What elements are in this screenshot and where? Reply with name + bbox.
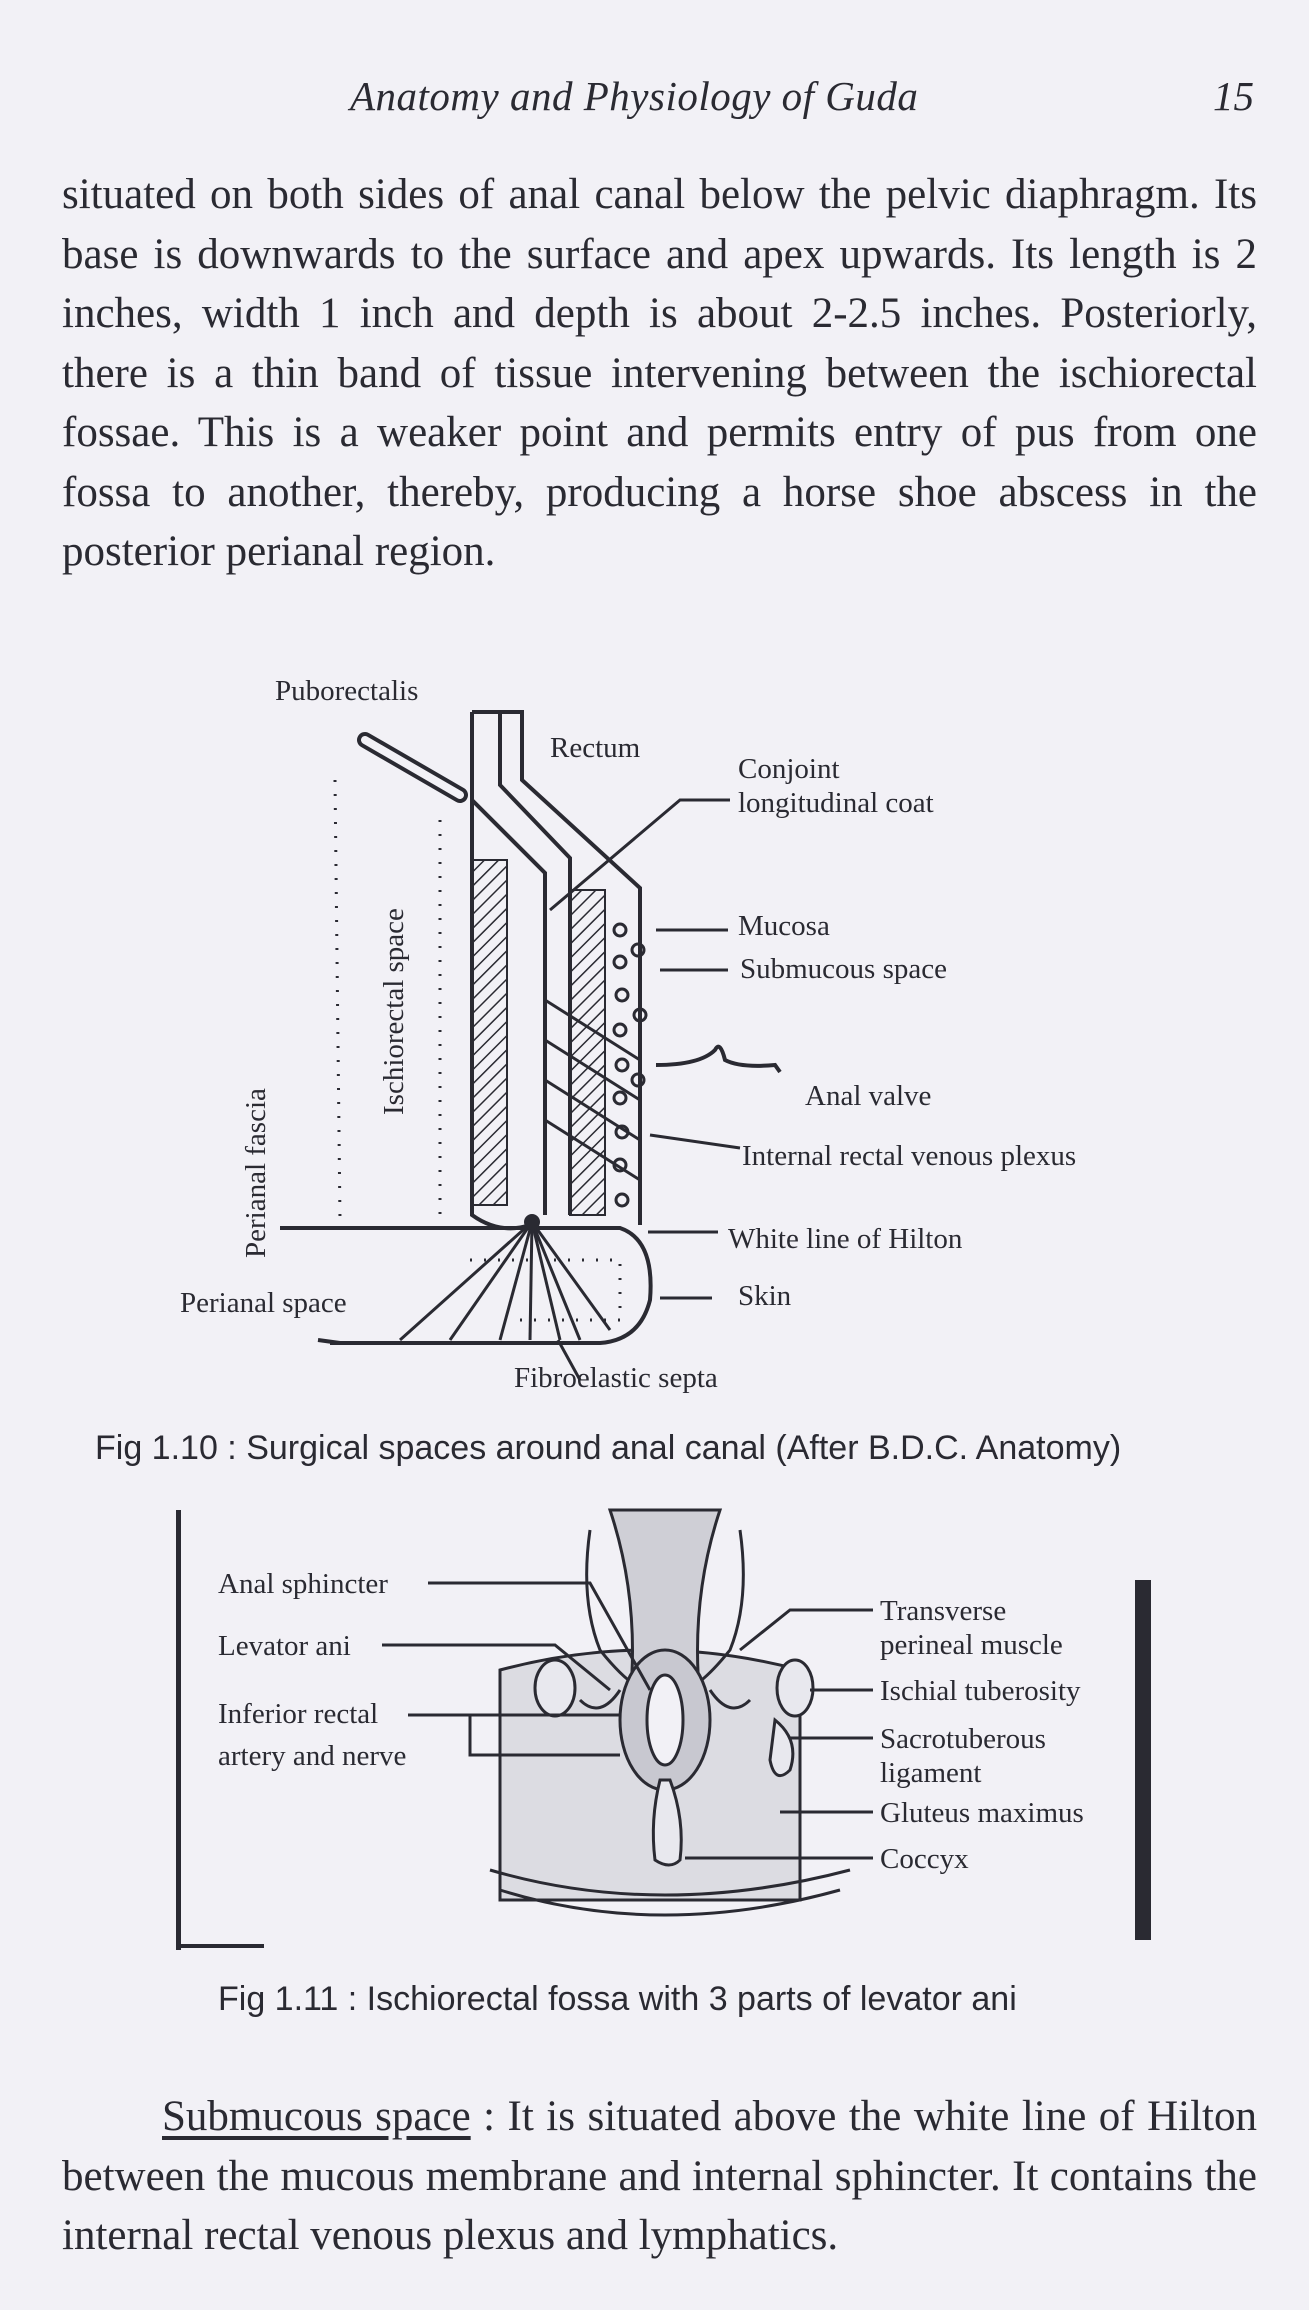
label-anal-sphincter: Anal sphincter — [218, 1568, 388, 1600]
label-conjoint-1: Conjoint — [738, 753, 840, 785]
label-submucous-space: Submucous space — [740, 953, 947, 985]
label-gluteus: Gluteus maximus — [880, 1797, 1084, 1829]
label-fibroelastic: Fibroelastic septa — [514, 1362, 718, 1394]
figure-1-10-caption: Fig 1.10 : Surgical spaces around anal c… — [95, 1429, 1122, 1467]
label-ischial-tuberosity: Ischial tuberosity — [880, 1675, 1081, 1707]
label-rectum: Rectum — [550, 732, 641, 764]
label-levator-ani: Levator ani — [218, 1630, 351, 1662]
figure-1-10-diagram: Puborectalis Rectum Conjoint longitudina… — [180, 675, 1076, 1394]
label-mucosa: Mucosa — [738, 910, 830, 942]
label-conjoint-2: longitudinal coat — [738, 787, 934, 819]
label-puborectalis: Puborectalis — [275, 675, 418, 707]
label-internal-plexus: Internal rectal venous plexus — [742, 1140, 1076, 1172]
page-number: 15 — [1213, 73, 1254, 119]
label-ischiorectal-space: Ischiorectal space — [378, 908, 410, 1115]
figure-1-11-caption: Fig 1.11 : Ischiorectal fossa with 3 par… — [218, 1980, 1017, 2018]
label-coccyx: Coccyx — [880, 1843, 969, 1875]
label-perianal-fascia: Perianal fascia — [240, 1088, 272, 1258]
label-transverse-2: perineal muscle — [880, 1629, 1063, 1661]
figure-1-11-diagram: Anal sphincter Levator ani Inferior rect… — [176, 1508, 1151, 1950]
label-inferior-rectal-2: artery and nerve — [218, 1740, 406, 1772]
label-inferior-rectal-1: Inferior rectal — [218, 1698, 378, 1730]
submucous-term: Submucous space — [162, 2093, 471, 2140]
label-skin: Skin — [738, 1280, 792, 1312]
label-sacrotuberous-1: Sacrotuberous — [880, 1723, 1046, 1755]
label-sacrotuberous-2: ligament — [880, 1757, 981, 1789]
label-anal-valve: Anal valve — [805, 1080, 931, 1112]
label-white-line: White line of Hilton — [728, 1223, 963, 1255]
submucous-body: : It is situated above the white line of… — [62, 2093, 1257, 2259]
intro-paragraph: situated on both sides of anal canal bel… — [62, 171, 1257, 575]
submucous-paragraph: Submucous space : It is situated above t… — [62, 2087, 1257, 2266]
running-title: Anatomy and Physiology of Guda — [350, 73, 919, 119]
label-transverse-1: Transverse — [880, 1595, 1006, 1627]
label-perianal-space: Perianal space — [180, 1287, 347, 1319]
